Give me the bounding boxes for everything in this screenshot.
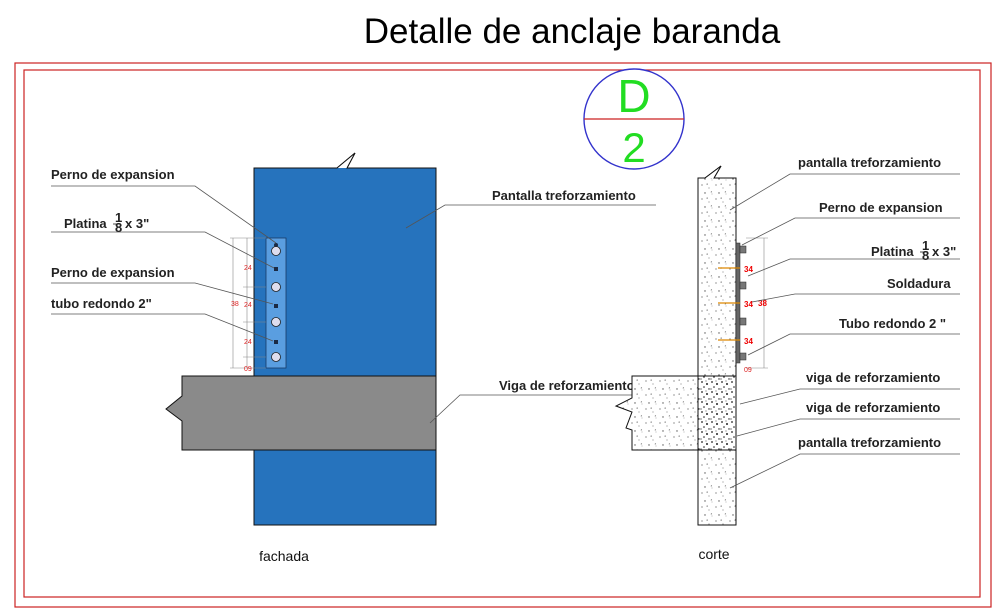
beam — [165, 375, 437, 451]
dim-label: 24 — [244, 339, 252, 346]
dim-label: 09 — [744, 367, 752, 374]
dim-label: 34 — [744, 265, 753, 274]
detail-letter: D — [617, 70, 650, 122]
detail-marker: D 2 — [583, 68, 685, 171]
label-perno-expansion: Perno de expansion — [819, 200, 943, 215]
tube-section — [271, 352, 281, 362]
label-viga: Viga de reforzamiento — [499, 378, 635, 393]
dim-total: 38 — [231, 301, 239, 308]
label-platina: Platina 1 8 x 3" — [64, 210, 149, 235]
label-tubo-redondo: Tubo redondo 2 " — [839, 316, 946, 331]
dim-label: 24 — [244, 302, 252, 309]
svg-text:Platina: Platina — [871, 244, 914, 259]
caption-corte: corte — [698, 546, 729, 562]
beam-core — [697, 375, 737, 451]
svg-text:8: 8 — [115, 220, 122, 235]
page-title: Detalle de anclaje baranda — [364, 12, 781, 51]
tube-section — [271, 246, 281, 256]
wall-section — [697, 165, 737, 526]
corte-view: 34 34 34 38 09 pantalla treforzamiento P… — [614, 155, 960, 562]
dim-label: 09 — [244, 366, 252, 373]
label-pantalla: Pantalla treforzamiento — [492, 188, 636, 203]
bolt — [274, 243, 278, 247]
tube-section — [271, 282, 281, 292]
label-perno-expansion-2: Perno de expansion — [51, 265, 175, 280]
svg-text:1: 1 — [115, 210, 122, 225]
label-tubo-redondo: tubo redondo 2" — [51, 296, 152, 311]
svg-text:8: 8 — [922, 248, 929, 263]
label-perno-expansion: Perno de expansion — [51, 167, 175, 182]
inner-frame — [23, 69, 981, 598]
detail-number: 2 — [622, 124, 645, 171]
label-pantalla-top: pantalla treforzamiento — [798, 155, 941, 170]
label-soldadura: Soldadura — [887, 276, 951, 291]
dim-label: 34 — [744, 337, 753, 346]
fachada-view: 24 24 24 09 38 Perno de expansion Platin… — [51, 152, 656, 564]
plate — [265, 237, 287, 369]
dim-label: 34 — [744, 300, 753, 309]
caption-fachada: fachada — [259, 548, 309, 564]
svg-text:Platina: Platina — [64, 216, 107, 231]
tube-section — [271, 317, 281, 327]
label-viga-1: viga de reforzamiento — [806, 370, 940, 385]
svg-text:x 3": x 3" — [932, 244, 956, 259]
outer-frame — [14, 62, 992, 608]
svg-text:1: 1 — [922, 238, 929, 253]
bolt — [274, 340, 278, 344]
label-platina: Platina 1 8 x 3" — [871, 238, 956, 263]
label-viga-2: viga de reforzamiento — [806, 400, 940, 415]
svg-text:x 3": x 3" — [125, 216, 149, 231]
dim-label: 24 — [244, 265, 252, 272]
bolt — [274, 267, 278, 271]
dim-total: 38 — [758, 299, 767, 308]
bolt — [274, 304, 278, 308]
label-pantalla-bottom: pantalla treforzamiento — [798, 435, 941, 450]
